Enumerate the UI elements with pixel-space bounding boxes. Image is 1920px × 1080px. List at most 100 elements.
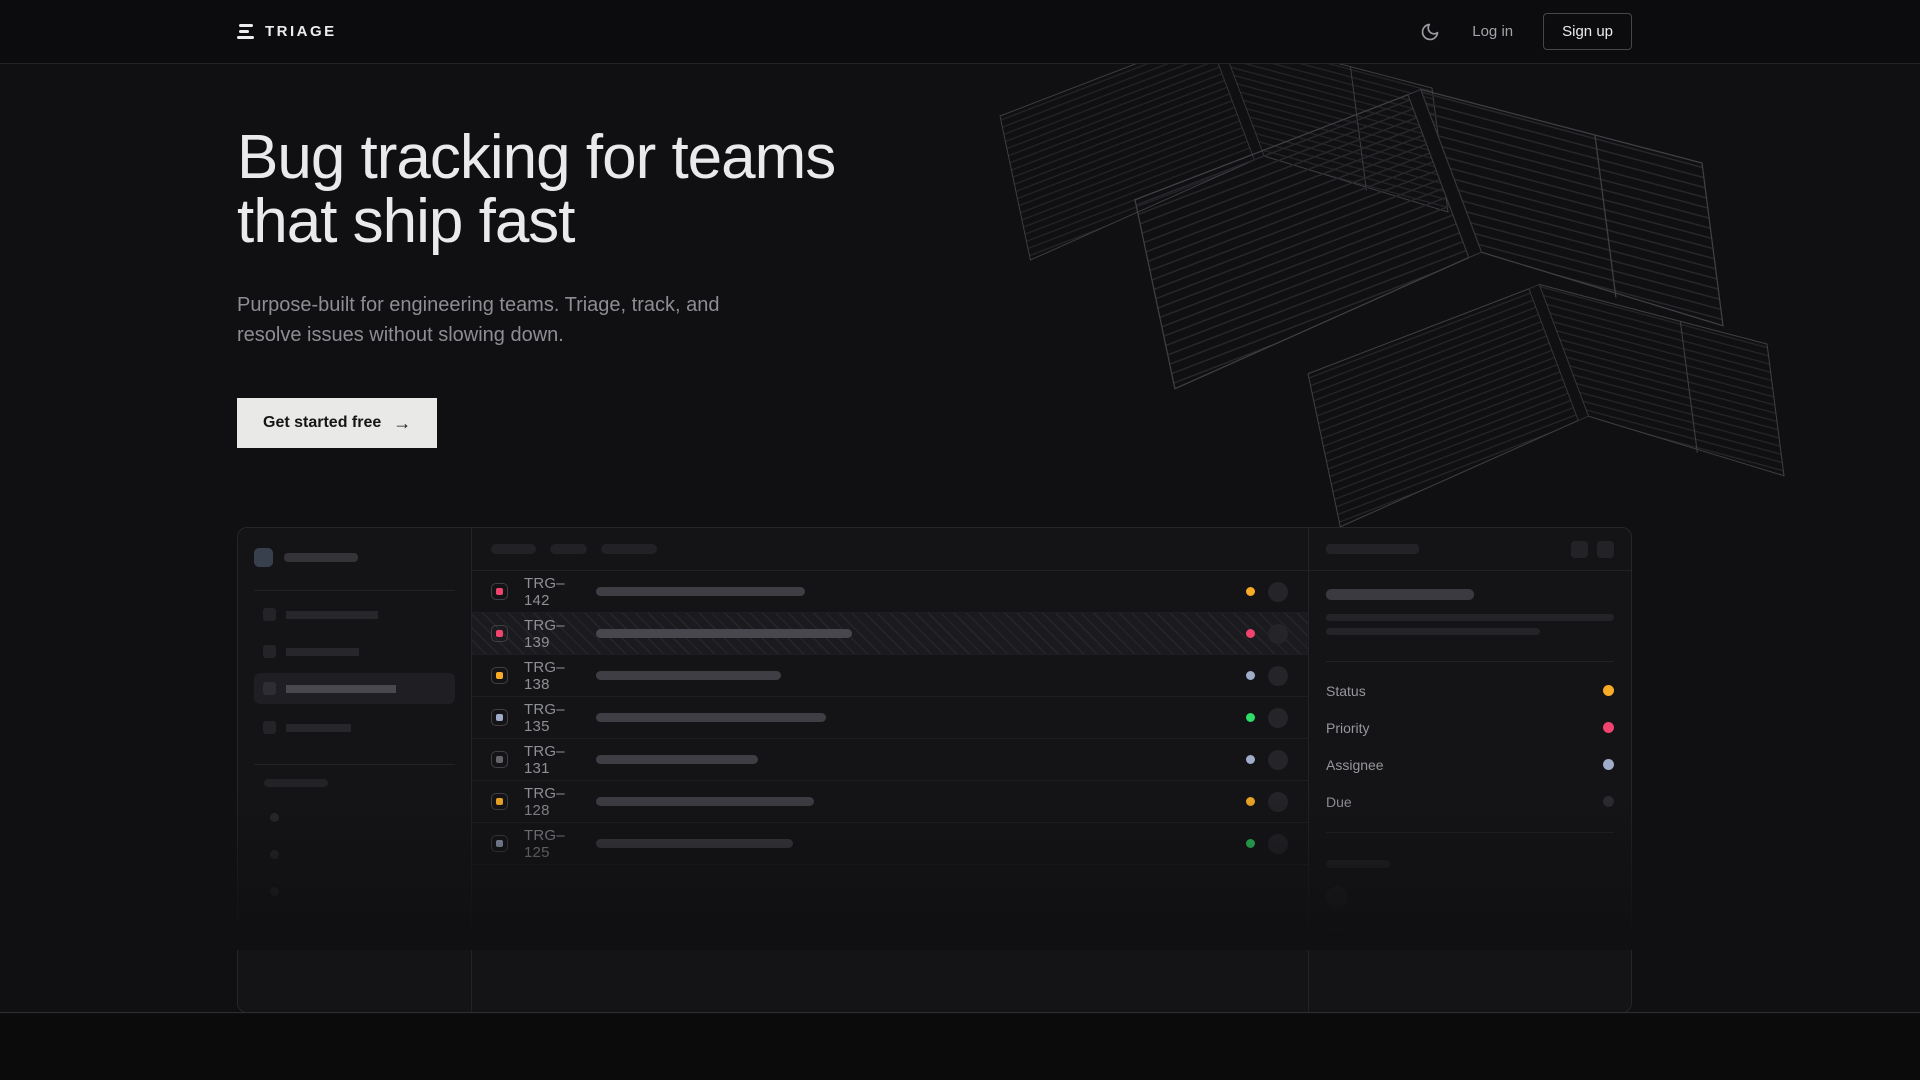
issue-title-skeleton [596,587,805,596]
detail-field-row: Assignee [1326,746,1614,783]
issue-type-icon [491,583,508,600]
status-dot [1246,797,1255,806]
filter-pill-skeleton [550,544,587,554]
detail-field-row: Due [1326,783,1614,820]
issue-type-icon [491,793,508,810]
issue-row: TRG–135 [472,697,1308,739]
field-label: Priority [1326,719,1370,736]
issue-id: TRG–131 [524,742,565,777]
issue-type-icon [491,835,508,852]
field-label: Status [1326,682,1366,699]
sidebar-item [254,714,455,741]
field-value-dot [1603,685,1614,696]
issue-id: TRG–128 [524,784,565,819]
assignee-avatar [1268,749,1288,770]
nav-actions: Log in Sign up [1420,13,1632,50]
issue-id: TRG–135 [524,700,565,735]
sidebar-item-icon [263,645,276,658]
detail-field-row: Priority [1326,709,1614,746]
field-value-dot [1603,722,1614,733]
issue-title-skeleton [596,671,781,680]
action-square [1571,540,1588,558]
sidebar-item-skeleton [286,647,359,656]
sidebar-item-skeleton [286,723,351,732]
field-value-dot [1603,759,1614,770]
hero-title: Bug tracking for teams that ship fast [237,126,836,254]
filter-pill-skeleton [491,544,536,554]
brand-name: TRIAGE [265,23,337,40]
filter-pill-skeleton [601,544,657,554]
footer-strip [0,1014,1920,1080]
divider [254,764,455,765]
issue-row: TRG–131 [472,739,1308,781]
triage-logo-icon [237,24,254,39]
issue-id: TRG–125 [524,826,565,861]
workspace-avatar [254,548,273,567]
issue-row: TRG–139 [472,613,1308,655]
detail-text-skeleton [1326,628,1540,635]
assignee-avatar [1268,707,1288,728]
sidebar-item [254,638,455,665]
status-dot [1246,671,1255,680]
app-mockup: TRG–142 TRG–139 [237,527,1632,1012]
status-dot [1246,587,1255,596]
arrow-right-icon: → [393,412,412,433]
activity-avatar [1326,886,1348,908]
issue-type-icon [491,667,508,684]
sidebar-dot [270,887,279,896]
activity-avatar [1326,926,1348,948]
assignee-avatar [1268,623,1288,644]
issue-rows: TRG–142 TRG–139 [472,571,1308,865]
signup-button[interactable]: Sign up [1543,13,1632,50]
issue-detail-panel: Status Priority Assignee [1308,528,1631,1012]
status-dot [1246,839,1255,848]
assignee-avatar [1268,791,1288,812]
sidebar-item-icon [263,721,276,734]
login-link[interactable]: Log in [1472,23,1514,40]
brand-logo[interactable]: TRIAGE [237,23,337,40]
issue-list-header [472,528,1308,571]
issue-list: TRG–142 TRG–139 [472,528,1308,1012]
sidebar-item-active [254,673,455,704]
assignee-avatar [1268,833,1288,854]
sidebar-item [254,601,455,628]
detail-title-skeleton [1326,589,1474,600]
action-square [1597,540,1614,558]
sidebar-item-icon [263,682,276,695]
field-label: Due [1326,793,1352,810]
issue-title-skeleton [596,797,814,806]
sidebar-dot [270,850,279,859]
detail-body: Status Priority Assignee [1309,571,1631,948]
issue-row: TRG–142 [472,571,1308,613]
detail-text-skeleton [1326,614,1614,621]
field-value-dot [1603,796,1614,807]
assignee-avatar [1268,665,1288,686]
issue-title-skeleton [596,755,758,764]
divider [254,590,455,591]
sidebar-dot [270,813,279,822]
divider [1326,661,1614,662]
hero-subtitle: Purpose-built for engineering teams. Tri… [237,294,720,346]
issue-id: TRG–138 [524,658,565,693]
issue-title-skeleton [596,839,793,848]
sidebar-item-icon [263,608,276,621]
status-dot [1246,713,1255,722]
get-started-button[interactable]: Get started free → [237,398,438,448]
hero-section: Bug tracking for teams that ship fast Pu… [0,64,1920,1013]
issue-title-skeleton [596,713,826,722]
sidebar-item-skeleton [286,610,378,619]
issue-id: TRG–139 [524,616,565,651]
detail-header [1309,528,1631,571]
mockup-sidebar [238,528,472,1012]
detail-header-actions [1571,540,1614,558]
moon-icon[interactable] [1420,21,1442,43]
issue-type-icon [491,751,508,768]
workspace-switcher [254,548,455,567]
field-label: Assignee [1326,756,1384,773]
detail-field-row: Status [1326,672,1614,709]
detail-fields: Status Priority Assignee [1326,672,1614,820]
issue-id: TRG–142 [524,574,565,609]
section-label-skeleton [264,779,328,787]
sidebar-item-skeleton [286,684,396,693]
